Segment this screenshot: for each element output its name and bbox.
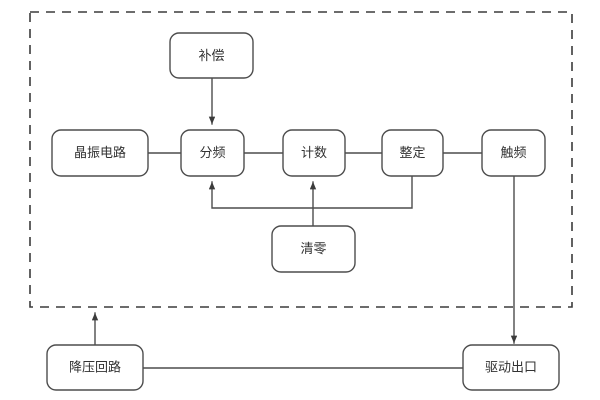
node-zhengding-box[interactable]: [381, 129, 444, 177]
node-buchang-label: 补偿: [198, 49, 224, 64]
node-buchang-box[interactable]: [169, 32, 254, 79]
node-jishu[interactable]: 计数: [282, 129, 346, 177]
node-chupin-box[interactable]: [481, 129, 546, 177]
node-jishu-box[interactable]: [282, 129, 346, 177]
node-qudong-chukou-label: 驱动出口: [485, 361, 537, 376]
node-qudong-chukou-box[interactable]: [462, 344, 560, 391]
node-zhengding[interactable]: 整定: [381, 129, 444, 177]
node-fenpin-label: 分频: [199, 146, 225, 161]
node-jingzhen-dianlu-label: 晶振电路: [74, 145, 126, 161]
node-jiangya-huilu-box[interactable]: [46, 344, 144, 391]
node-chupin-label: 触频: [500, 146, 526, 161]
node-qingling-box[interactable]: [271, 225, 356, 273]
node-qingling-label: 清零: [300, 242, 326, 257]
node-fenpin-box[interactable]: [180, 129, 245, 177]
node-zhengding-label: 整定: [399, 146, 425, 161]
node-layer: 补偿 晶振电路 分频 计数 整定 触频: [46, 32, 560, 391]
node-jiangya-huilu[interactable]: 降压回路: [46, 344, 144, 391]
node-buchang[interactable]: 补偿: [169, 32, 254, 79]
node-qudong-chukou[interactable]: 驱动出口: [462, 344, 560, 391]
node-jingzhen-dianlu-box[interactable]: [51, 129, 149, 177]
dashed-enclosure: [29, 11, 573, 308]
node-chupin[interactable]: 触频: [481, 129, 546, 177]
node-jingzhen-dianlu[interactable]: 晶振电路: [51, 129, 149, 177]
node-qingling[interactable]: 清零: [271, 225, 356, 273]
node-jiangya-huilu-label: 降压回路: [69, 360, 121, 376]
edge-zhengding-feedback-to-fenpin: [208, 175, 413, 209]
edge-layer: [91, 77, 518, 369]
node-fenpin[interactable]: 分频: [180, 129, 245, 177]
node-jishu-label: 计数: [301, 146, 327, 161]
